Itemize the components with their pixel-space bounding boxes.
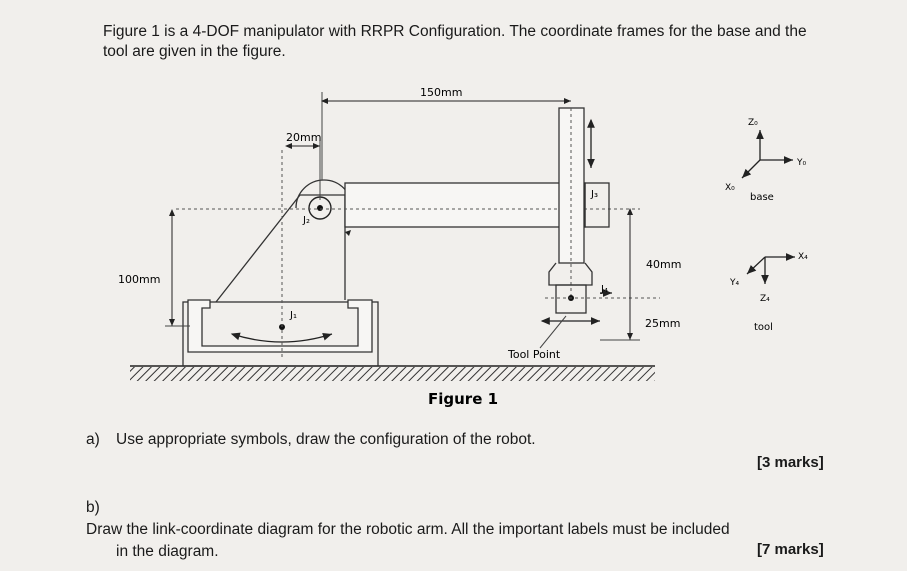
question-a: a) Use appropriate symbols, draw the conf… — [86, 431, 536, 449]
j2-label: J₂ — [302, 215, 310, 226]
j2-arrow-tip — [345, 230, 351, 236]
intro-text: Figure 1 is a 4-DOF manipulator with RRP… — [103, 22, 863, 62]
dim-150-label: 150mm — [420, 86, 462, 99]
j1-label: J₁ — [289, 310, 297, 321]
tool-z-label: Z₄ — [760, 294, 770, 304]
base-x-axis — [741, 159, 761, 179]
question-b-marks: [7 marks] — [757, 541, 824, 558]
j1-rotation-arrow — [230, 332, 333, 343]
question-a-marks: [3 marks] — [757, 454, 824, 471]
question-a-text: Use appropriate symbols, draw the config… — [116, 431, 536, 448]
j3-label: J₃ — [590, 189, 598, 200]
base-u-bracket — [187, 299, 373, 353]
tool-x-label: X₄ — [798, 252, 808, 262]
base-y-label: Y₀ — [796, 158, 806, 168]
tool-y-label: Y₄ — [729, 278, 739, 288]
j4-label: J₄ — [600, 284, 608, 295]
ground-hatch — [130, 367, 655, 381]
dim-40-label: 40mm — [646, 258, 681, 271]
figure-caption: Figure 1 — [428, 390, 498, 408]
dim-25-label: 25mm — [645, 317, 680, 330]
base-frame: Z₀ Y₀ X₀ base — [725, 118, 806, 203]
tool-point-label: Tool Point — [507, 348, 561, 361]
intro-line-1: Figure 1 is a 4-DOF manipulator with RRP… — [103, 23, 807, 40]
question-a-number: a) — [86, 431, 100, 448]
support-column — [215, 194, 346, 303]
base-frame-label: base — [750, 192, 774, 203]
base-x-label: X₀ — [725, 183, 735, 193]
question-b: b) Draw the link-coordinate diagram for t… — [86, 497, 846, 563]
horizontal-arm — [344, 182, 586, 228]
tool-frame-label: tool — [754, 322, 773, 333]
j2-dot — [317, 205, 323, 211]
j3-block — [584, 182, 610, 228]
question-b-text-2: in the diagram. — [116, 543, 219, 560]
question-b-text-1: Draw the link-coordinate diagram for the… — [86, 521, 730, 538]
base-z-label: Z₀ — [748, 118, 758, 128]
dim-20-label: 20mm — [286, 131, 321, 144]
question-b-number: b) — [86, 499, 100, 516]
tool-point-leader — [539, 315, 567, 349]
prismatic-link — [558, 107, 585, 264]
tool-frame: X₄ Y₄ Z₄ tool — [729, 252, 808, 333]
wrist-block — [555, 284, 587, 314]
base-outer — [182, 301, 379, 367]
intro-line-2: tool are given in the figure. — [103, 43, 286, 60]
dim-100-label: 100mm — [118, 273, 160, 286]
tool-y-axis — [746, 256, 766, 275]
j2-housing — [295, 179, 353, 209]
